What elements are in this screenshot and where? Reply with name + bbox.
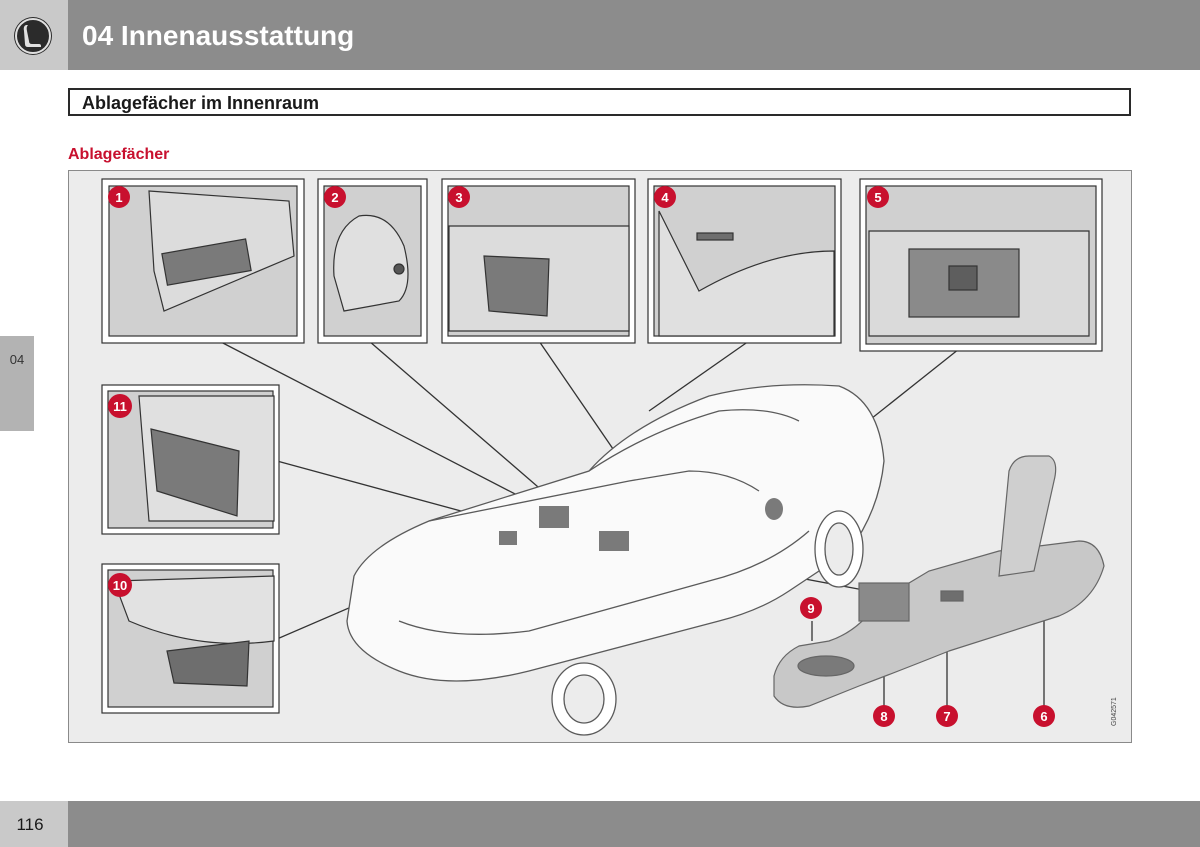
svg-text:2: 2 xyxy=(331,190,338,205)
callout-2: 2 xyxy=(324,186,346,208)
svg-text:11: 11 xyxy=(113,399,127,414)
inset-3 xyxy=(441,178,636,344)
inset-1 xyxy=(101,178,305,344)
svg-text:3: 3 xyxy=(455,190,462,205)
svg-text:5: 5 xyxy=(874,190,881,205)
chapter-side-tab xyxy=(0,336,34,431)
subheading: Ablagefächer xyxy=(68,146,170,163)
callout-3: 3 xyxy=(448,186,470,208)
svg-text:1: 1 xyxy=(115,190,122,205)
callout-7: 7 xyxy=(936,705,958,727)
footer-band xyxy=(68,801,1200,847)
svg-text:7: 7 xyxy=(943,709,950,724)
center-console-illustration xyxy=(773,455,1105,708)
callout-11: 11 xyxy=(108,394,132,418)
inset-2 xyxy=(317,178,428,344)
callout-6: 6 xyxy=(1033,705,1055,727)
callout-1: 1 xyxy=(108,186,130,208)
footer-left-block xyxy=(0,801,68,847)
page-number: 116 xyxy=(16,815,44,834)
chapter-side-tab-label: 04 xyxy=(9,352,25,367)
callout-8: 8 xyxy=(873,705,895,727)
svg-text:9: 9 xyxy=(807,601,814,616)
svg-text:4: 4 xyxy=(661,190,669,205)
section-title-box: Ablagefächer im Innenraum xyxy=(68,88,1131,116)
storage-compartments-illustration: 1 2 3 4 5 6 7 xyxy=(68,170,1132,743)
header-band xyxy=(0,0,1200,70)
header-icon-box xyxy=(0,0,68,70)
callout-5: 5 xyxy=(867,186,889,208)
seat-icon xyxy=(14,17,52,55)
chapter-title: 04 Innenausstattung xyxy=(82,20,355,51)
callout-10: 10 xyxy=(108,573,132,597)
svg-text:6: 6 xyxy=(1040,709,1047,724)
callouts: 1 2 3 4 5 6 7 xyxy=(108,186,1055,727)
inset-10 xyxy=(101,563,280,714)
inset-4 xyxy=(647,178,842,344)
section-title: Ablagefächer im Innenraum xyxy=(82,93,320,113)
inset-11 xyxy=(101,384,280,535)
inset-5 xyxy=(859,178,1103,352)
callout-4: 4 xyxy=(654,186,676,208)
figure-code: G042571 xyxy=(1111,697,1118,726)
svg-text:10: 10 xyxy=(113,578,127,593)
svg-text:8: 8 xyxy=(880,709,887,724)
callout-9: 9 xyxy=(800,597,822,619)
